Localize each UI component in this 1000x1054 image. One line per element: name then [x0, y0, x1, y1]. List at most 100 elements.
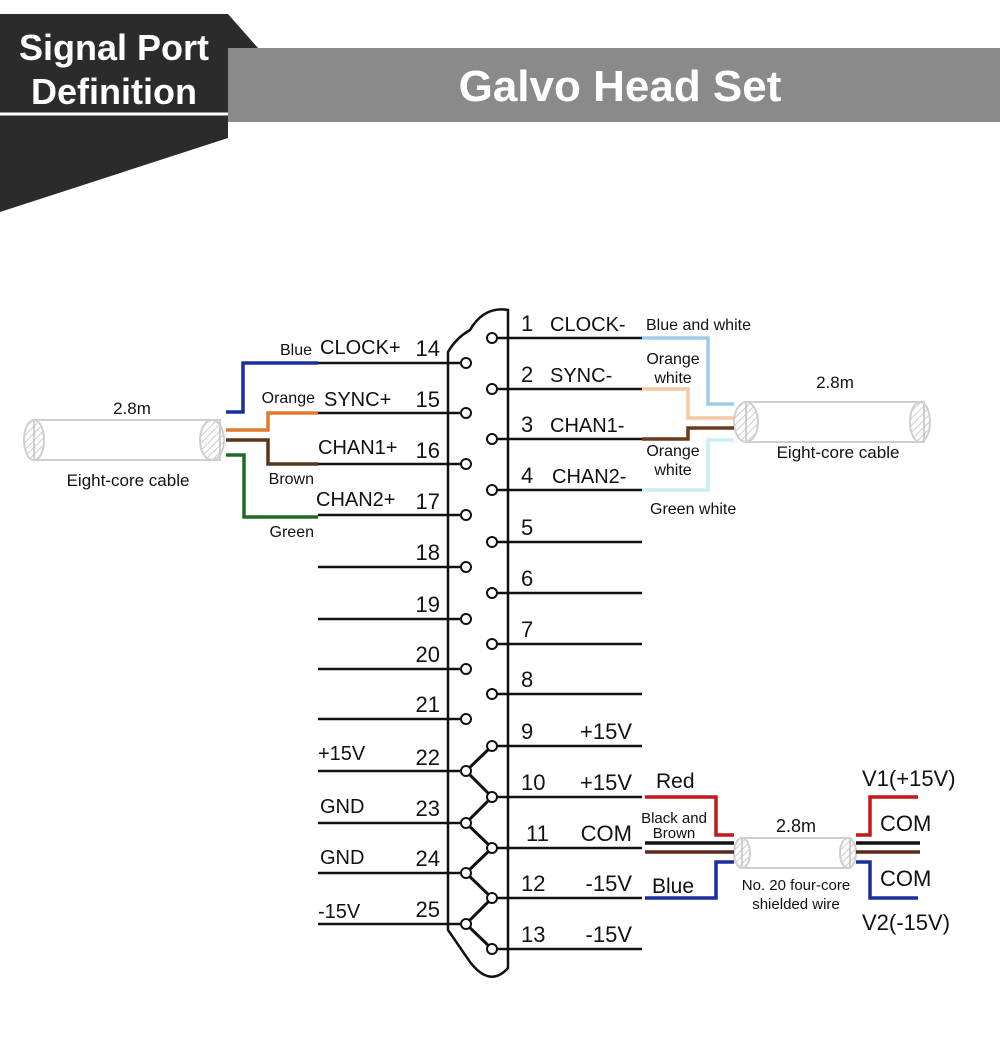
wire-label: white: [653, 462, 691, 479]
wire-label: Orange: [646, 443, 699, 460]
pin-number: 20: [416, 642, 440, 667]
wire-blue-white: [642, 336, 734, 406]
output-com1: COM: [880, 811, 931, 836]
wire-green: [226, 453, 318, 519]
pin-number: 8: [521, 667, 533, 692]
pin-signal: GND: [320, 847, 364, 869]
pin-number: 9: [521, 719, 533, 744]
left-pin-numbers: 14 15 16 17 18 19 20 21 22 23 24 25: [416, 336, 440, 922]
cable-sheath: [33, 419, 221, 461]
pin-number: 1: [521, 311, 533, 336]
wire-label: Orange: [646, 351, 699, 368]
pin-number: 4: [521, 463, 533, 488]
pin-signal: CHAN1+: [318, 437, 397, 459]
cable-end: [839, 837, 857, 869]
left-eight-core-cable: 2.8m Eight-core cable: [23, 399, 225, 490]
wire-label: Blue and white: [646, 317, 751, 334]
db25-connector-body: [446, 308, 510, 978]
right-pin-lines: [497, 336, 642, 951]
cable-end: [909, 401, 931, 443]
wire-orange-white-dark: [642, 426, 734, 441]
wire-label: white: [653, 370, 691, 387]
pin-number: 21: [416, 692, 440, 717]
pin-signal: +15V: [318, 743, 366, 765]
pin-signal: GND: [320, 796, 364, 818]
pin-number: 3: [521, 412, 533, 437]
left-pin-lines: [318, 361, 460, 926]
pin-number: 16: [416, 438, 440, 463]
pin-signal: +15V: [580, 719, 632, 744]
right-pin-holes: [486, 332, 498, 955]
pin-signal: SYNC+: [324, 389, 391, 411]
pin-number: 2: [521, 362, 533, 387]
section-title-line2: Definition: [31, 71, 197, 112]
page-title: Galvo Head Set: [459, 62, 782, 111]
pin-number: 14: [416, 336, 440, 361]
pin-signal: CLOCK+: [320, 337, 401, 359]
pin-number: 5: [521, 515, 533, 540]
cable-end: [733, 401, 759, 443]
wire-blue-out: [856, 860, 918, 900]
wire-blue: [226, 361, 318, 414]
wire-blue: [645, 860, 734, 900]
pin-signal: CHAN1-: [550, 415, 624, 437]
pin-number: 17: [416, 489, 440, 514]
cable-length: 2.8m: [113, 399, 151, 418]
left-wire-labels: Blue Orange Brown Green: [262, 342, 315, 541]
power-wires-right: [856, 795, 920, 900]
right-eight-core-cable: 2.8m Eight-core cable: [733, 373, 931, 462]
wire-label-blue: Blue: [652, 875, 694, 898]
output-com2: COM: [880, 866, 931, 891]
pin-number: 15: [416, 387, 440, 412]
banner-gray-bar: [228, 48, 1000, 122]
cable-name: Eight-core cable: [67, 471, 190, 490]
pin-number: 23: [416, 796, 440, 821]
pin-number: 6: [521, 566, 533, 591]
wire-red: [645, 795, 734, 837]
pin-signal: COM: [581, 821, 632, 846]
wire-label-black-brown: Black and: [641, 810, 707, 827]
pin-number: 22: [416, 745, 440, 770]
wire-label: Blue: [280, 342, 312, 359]
pin-signal: CLOCK-: [550, 314, 626, 336]
cable-sheath: [745, 401, 925, 443]
right-wires: [642, 336, 734, 492]
pin-signal: -15V: [318, 901, 361, 923]
power-labels: Red Black and Brown Blue V1(+15V) COM CO…: [641, 766, 956, 935]
pin-number: 18: [416, 540, 440, 565]
cable-sheath: [741, 837, 851, 869]
wire-label: Green white: [650, 501, 736, 518]
output-v1: V1(+15V): [862, 766, 956, 791]
wire-brown: [226, 438, 318, 466]
cable-name: Eight-core cable: [777, 443, 900, 462]
right-pin-numbers: 1 2 3 4 5 6 7 8 9 10 11 12 13: [521, 311, 549, 947]
right-wire-labels: Blue and white Orange white Orange white…: [646, 317, 751, 518]
cable-end: [23, 419, 45, 461]
cable-name: No. 20 four-core: [742, 877, 850, 894]
left-pin-holes: [460, 357, 472, 930]
header-banner: Signal Port Definition Galvo Head Set: [0, 14, 1000, 212]
pin-number: 24: [416, 846, 440, 871]
wire-label-red: Red: [656, 770, 695, 793]
pin-signal: CHAN2-: [552, 466, 626, 488]
power-wires-left: [645, 795, 734, 900]
pin-number: 11: [526, 821, 549, 846]
pin-number: 25: [416, 897, 440, 922]
cable-length: 2.8m: [776, 816, 816, 836]
cable-end: [733, 837, 751, 869]
pin-signal: -15V: [586, 871, 633, 896]
pin-signal: -15V: [586, 922, 633, 947]
pin-signal: CHAN2+: [316, 489, 395, 511]
pin-signal: SYNC-: [550, 365, 612, 387]
pin-number: 19: [416, 592, 440, 617]
wire-label-black-brown: Brown: [653, 825, 696, 842]
pin-number: 10: [521, 770, 545, 795]
wire-orange: [226, 411, 318, 432]
wire-orange-white: [642, 387, 734, 420]
section-title-line1: Signal Port: [19, 27, 209, 68]
pin-number: 13: [521, 922, 545, 947]
right-pin-signals: CLOCK- SYNC- CHAN1- CHAN2- +15V +15V COM…: [550, 314, 632, 947]
wire-label: Brown: [269, 471, 314, 488]
cable-end: [199, 419, 225, 461]
